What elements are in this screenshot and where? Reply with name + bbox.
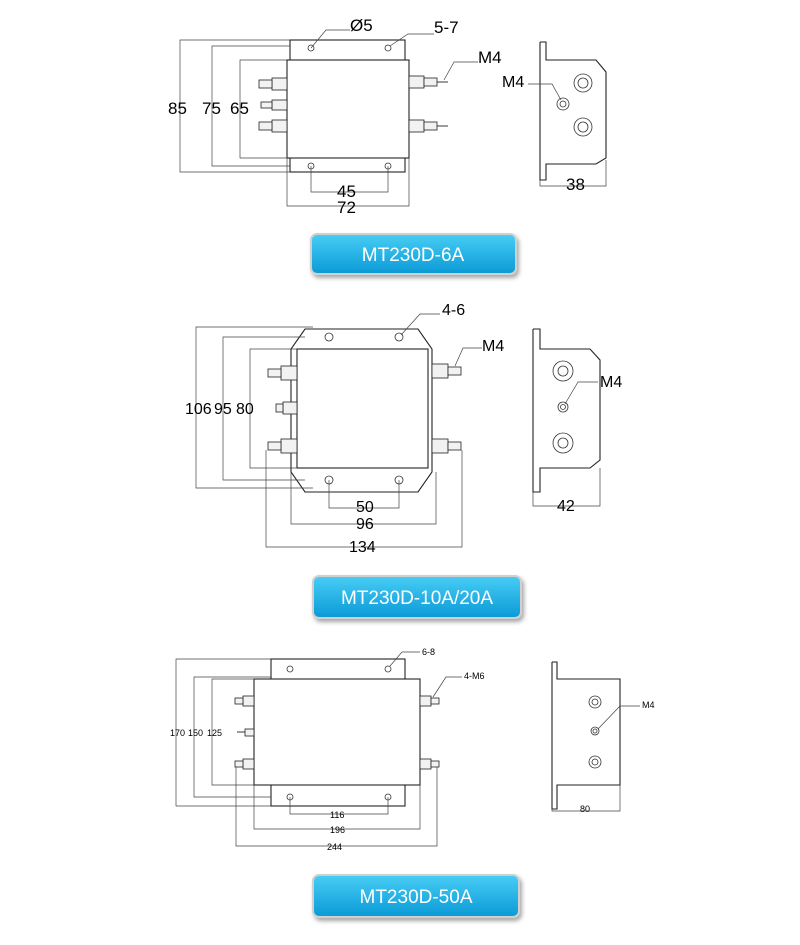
left-terminals — [234, 695, 255, 770]
width-label-inner: 50 — [356, 499, 374, 516]
right-terminals — [408, 75, 448, 133]
slot-label: 6-8 — [422, 647, 435, 657]
height-label-mid: 95 — [214, 401, 232, 418]
height-label-outer: 170 — [170, 728, 185, 738]
width-dimensions — [265, 450, 463, 548]
width-label-inner: 116 — [330, 810, 344, 820]
model-label-2: MT230D-10A/20A — [341, 588, 493, 609]
height-dimensions — [175, 658, 271, 807]
height-dimensions — [179, 39, 290, 173]
width-label-inner: 45 — [337, 182, 356, 201]
height-dimensions — [195, 326, 313, 489]
side-view — [551, 661, 621, 812]
drawing-2: 106 95 80 50 96 134 4-6 M4 M4 42 — [185, 302, 622, 556]
width-dimensions — [235, 767, 438, 847]
ground-thread-label: M4 — [502, 74, 524, 91]
ground-thread-label: M4 — [642, 700, 655, 710]
height-label-inner: 125 — [207, 728, 222, 738]
left-terminals — [258, 77, 288, 133]
depth-label: 38 — [566, 175, 585, 194]
mounting-hole — [384, 665, 392, 673]
model-badge-3 — [312, 874, 520, 918]
side-view — [532, 328, 601, 507]
thread-label: 4-M6 — [464, 671, 485, 681]
depth-label: 80 — [580, 804, 590, 814]
slot-label: 5-7 — [434, 18, 459, 37]
width-label-outer: 244 — [327, 842, 342, 852]
width-dimensions — [286, 158, 410, 207]
height-label-inner: 65 — [230, 99, 249, 118]
mounting-hole — [286, 665, 294, 673]
drawing-1: 85 75 65 45 72 Ø5 5-7 M4 M4 38 — [168, 16, 607, 217]
hole-diameter-label: Ø5 — [350, 16, 373, 35]
mounting-hole — [384, 44, 392, 52]
mounting-hole — [324, 332, 334, 342]
height-label-outer: 106 — [185, 401, 212, 418]
filter-body — [286, 59, 410, 159]
width-label-mid: 196 — [330, 825, 345, 835]
ground-thread-label: M4 — [600, 374, 622, 391]
depth-label: 42 — [557, 498, 575, 515]
model-badge-2 — [312, 575, 522, 619]
height-label-mid: 75 — [202, 99, 221, 118]
model-badge-1 — [310, 233, 517, 275]
left-terminals — [267, 365, 298, 454]
side-view — [539, 41, 607, 187]
height-label-mid: 150 — [188, 728, 203, 738]
width-label-mid: 96 — [356, 516, 374, 533]
filter-body — [253, 678, 421, 786]
right-terminals — [431, 363, 462, 454]
width-label-outer: 134 — [349, 539, 376, 556]
drawing-3: 170 150 125 116 196 244 6-8 4-M6 M4 80 — [170, 647, 655, 852]
height-label-inner: 80 — [236, 401, 254, 418]
model-label-3: MT230D-50A — [360, 887, 473, 908]
slot-label: 4-6 — [442, 302, 465, 319]
thread-label: M4 — [478, 48, 502, 67]
right-terminals — [419, 695, 440, 770]
filter-body — [296, 348, 429, 469]
thread-label: M4 — [482, 338, 504, 355]
model-label-1: MT230D-6A — [362, 245, 465, 266]
height-label-outer: 85 — [168, 99, 187, 118]
width-label-outer: 72 — [337, 198, 356, 217]
